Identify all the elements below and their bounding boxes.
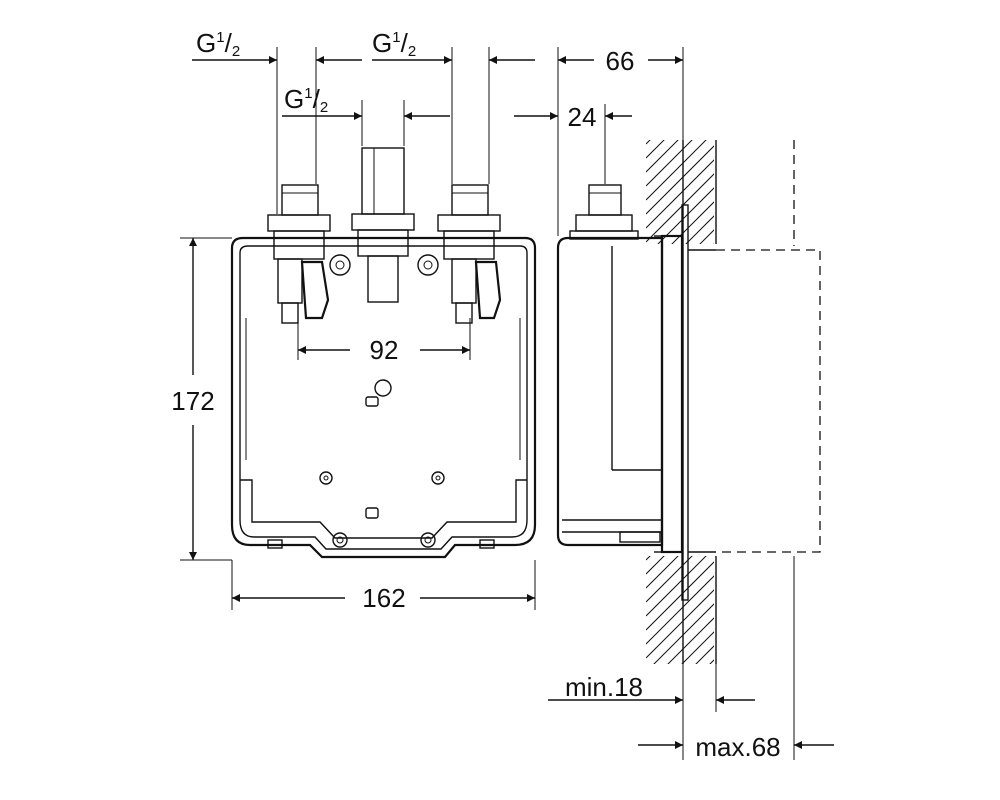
side-view: 66 24 min.18 max.68 (514, 46, 834, 762)
dim-wall-min: min.18 (548, 664, 755, 760)
housing-bottom-channel (240, 479, 527, 539)
hatch-line (646, 60, 716, 130)
dim-height: 172 (171, 237, 232, 561)
svg-text:G1/2: G1/2 (196, 28, 240, 60)
dim-height-label: 172 (171, 386, 214, 416)
dim-depth-total-label: 66 (606, 46, 635, 76)
hatch-line (646, 575, 714, 645)
hatch-line (667, 617, 714, 664)
dim-thread-left-label: G (196, 28, 216, 58)
hatch-line (699, 229, 714, 244)
hatch-line (646, 556, 665, 575)
side-connector (569, 184, 639, 240)
hatch-line (685, 215, 714, 244)
hatch-line (646, 145, 714, 215)
hatch-line (646, 140, 707, 201)
hatch-line (646, 173, 714, 243)
svg-text:G1/2: G1/2 (284, 84, 328, 116)
dim-connection-spacing: 92 (297, 318, 471, 365)
dim-width: 162 (231, 560, 536, 613)
right-connector (437, 184, 502, 324)
front-view: G1/2 G1/2 G1/2 92 (171, 28, 537, 613)
hatch-line (646, 556, 679, 589)
dim-wall-max: max.68 (638, 732, 834, 762)
housing-inner-rim (239, 245, 528, 550)
hatch-line (695, 645, 714, 664)
dim-depth-offset-label: 24 (568, 102, 597, 132)
trim-dashed-outline (716, 249, 821, 553)
wall-section (646, 60, 717, 664)
hatch-line (646, 140, 651, 145)
hatch-line (646, 589, 714, 659)
svg-text:G1/2: G1/2 (372, 28, 416, 60)
hatch-line (709, 659, 714, 664)
dim-thread-middle-label: G (284, 84, 304, 114)
dim-thread-left: G1/2 (192, 28, 362, 214)
dim-depth-offset: 24 (514, 102, 632, 184)
hatch-line (653, 603, 714, 664)
housing-outline (230, 236, 537, 559)
dim-thread-right: G1/2 (372, 28, 535, 184)
hatch-line (657, 187, 714, 244)
dim-wall-min-label: min.18 (565, 672, 643, 702)
side-mounting-plate (660, 234, 684, 554)
dim-wall-max-label: max.68 (695, 732, 780, 762)
hatch-line (646, 140, 693, 187)
hatch-line (646, 556, 693, 603)
hatch-line (681, 631, 714, 664)
hatch-line (646, 140, 665, 159)
dim-thread-right-label: G (372, 28, 392, 58)
dim-connection-spacing-label: 92 (370, 335, 399, 365)
dim-thread-middle: G1/2 (282, 84, 450, 146)
side-housing (556, 236, 664, 547)
hatch-line (646, 140, 679, 173)
hatch-line (646, 159, 714, 229)
mounting-bosses (267, 254, 495, 549)
middle-outlet (351, 147, 415, 303)
hatch-line (646, 561, 714, 631)
dim-depth-total: 66 (557, 46, 684, 236)
hatch-line (646, 556, 707, 617)
left-connector (267, 184, 331, 324)
dim-width-label: 162 (362, 583, 405, 613)
